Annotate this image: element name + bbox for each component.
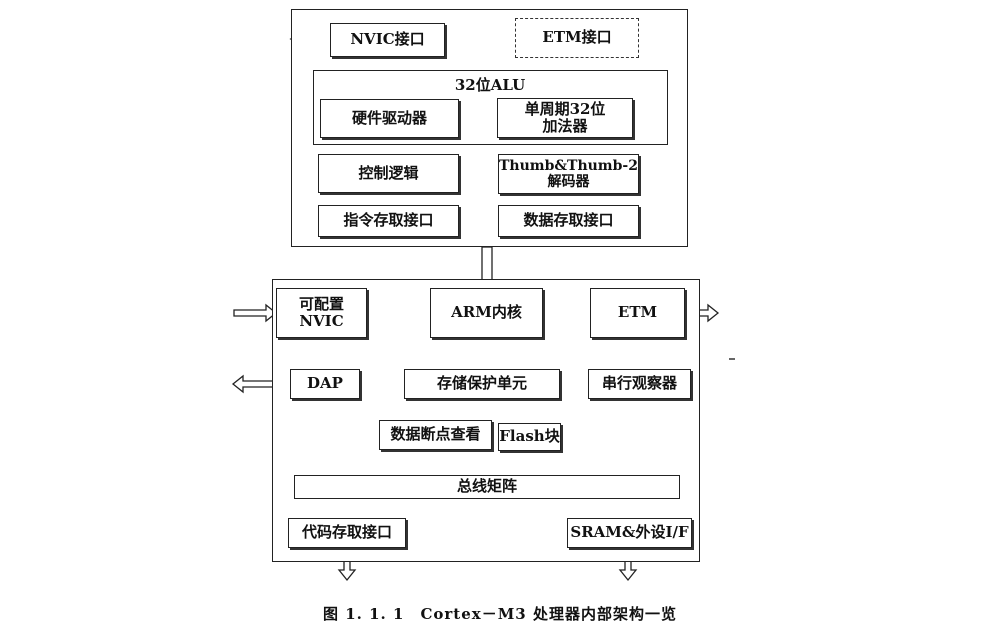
instr-fetch-box: 指令存取接口 <box>318 205 459 237</box>
nvic-box: 可配置 NVIC <box>276 288 367 338</box>
nvic-port-box: NVIC接口 <box>330 23 445 57</box>
data-access-box: 数据存取接口 <box>498 205 639 237</box>
code-iface-box: 代码存取接口 <box>288 518 406 548</box>
thumb-decoder-box: Thumb&Thumb-2 解码器 <box>498 154 639 194</box>
data-watch-box: 数据断点查看 <box>379 420 492 450</box>
etm-port-box: ETM接口 <box>515 18 639 58</box>
bus-matrix-bar: 总线矩阵 <box>294 475 680 499</box>
hw-driver-box: 硬件驱动器 <box>320 99 459 138</box>
control-logic-box: 控制逻辑 <box>318 154 459 193</box>
arm-core-box: ARM内核 <box>430 288 543 338</box>
etm-box: ETM <box>590 288 685 338</box>
sram-iface-box: SRAM&外设I/F <box>567 518 692 548</box>
adder-box: 单周期32位 加法器 <box>497 98 633 138</box>
dap-box: DAP <box>290 369 360 399</box>
flash-block-box: Flash块 <box>498 423 561 451</box>
nvic-input-arrow <box>233 303 278 323</box>
serial-viewer-box: 串行观察器 <box>588 369 691 399</box>
figure-caption: 图 1. 1. 1 Cortex－M3 处理器内部架构一览 <box>323 605 677 623</box>
alu-title: 32位ALU <box>454 76 526 94</box>
mpu-box: 存储保护单元 <box>404 369 560 399</box>
